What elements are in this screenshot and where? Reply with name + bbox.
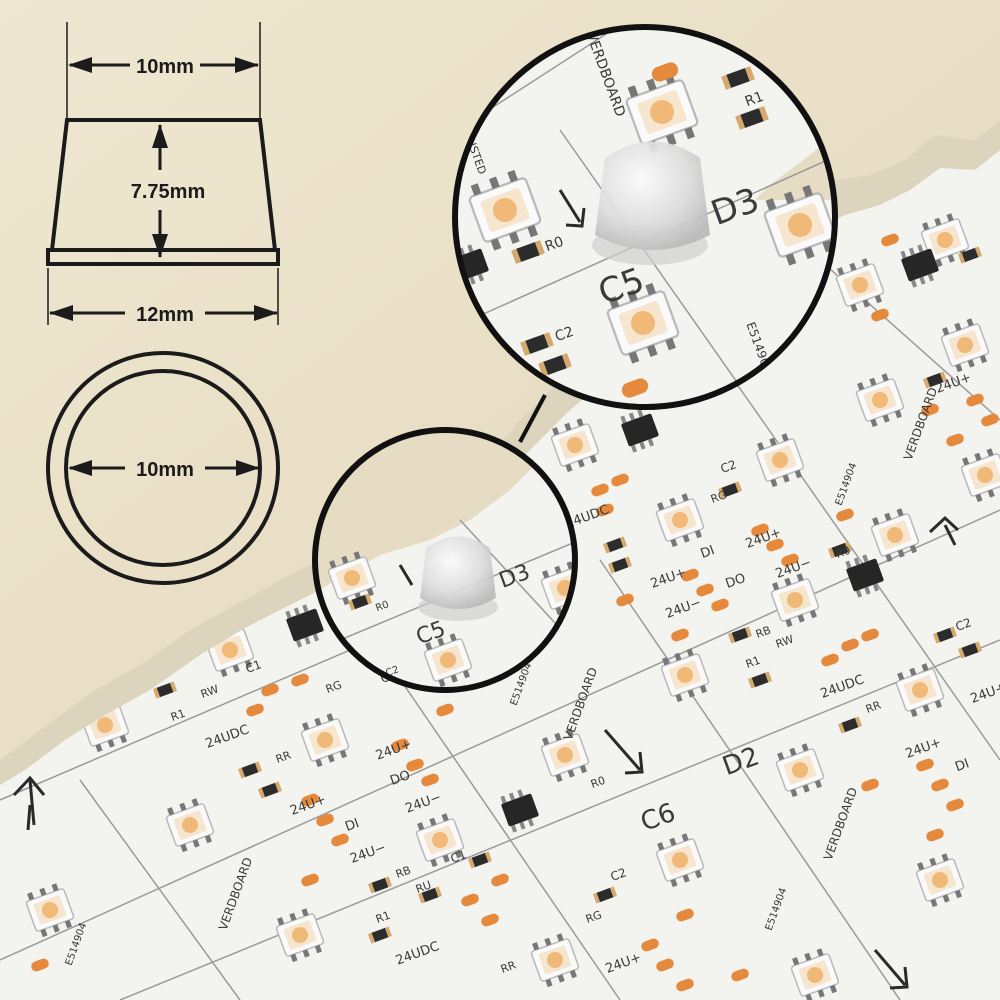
board-label-c1-a: C1 [244,657,264,676]
board-label-c1-b: C1 [449,847,469,866]
board-arrows [12,515,960,990]
board-label-rr-a: RR [274,748,293,766]
board-label-c2-c: C2 [954,615,974,634]
big-magnifier: C5 D3 R0 R1 C2 VERDBOARD LISTED E514904 … [452,24,838,410]
dimension-drawing [46,22,280,585]
board-label-rr-b: RR [499,958,518,976]
bumper-base [46,248,280,266]
small-magnifier: C5 D3 R0 C2 [312,427,578,693]
board-label-rb-a: RB [394,864,413,881]
board-label-rb-b: RB [754,624,773,641]
big-magnifier-label-c2: C2 [553,324,576,345]
board-label-di-d: DI [699,543,717,562]
board-label-r1-c: R1 [744,654,762,671]
small-magnifier-label-r0: R0 [374,599,390,614]
board-label-c2-b: C2 [609,865,629,884]
board-label-di-c: DI [953,756,971,775]
bumper-outer-circle [46,351,280,585]
board-label-rg-c: RG [709,488,729,506]
board-label-do-a: DO [388,768,412,789]
board-label-c2-d: C2 [719,457,739,476]
dimension-labels: 10mm 7.75mm 12mm 10mm [131,56,206,481]
magnifier-connector [518,394,547,443]
big-magnifier-label-r1: R1 [743,89,766,110]
dimension-height: 7.75mm [131,181,206,203]
board-label-r0-a: R0 [589,774,607,791]
board-label-rw-b: RW [774,632,796,650]
board-label-rr-c: RR [864,698,883,716]
board-label-rg-a: RG [584,908,604,926]
board-label-r1-b: R1 [374,909,392,926]
board-label-r0-b: R0 [834,544,852,561]
board-label-rw-a: RW [199,682,221,700]
dimension-base-width: 12mm [136,304,194,326]
board-label-di-b: DI [343,816,361,835]
board-label-ru-a: RU [414,878,433,896]
dimension-top-width: 10mm [136,56,194,78]
dimension-inner-diameter: 10mm [136,459,194,481]
board-label-rg-b: RG [324,678,344,696]
board-label-r1-a: R1 [169,707,187,724]
big-magnifier-label-r0: R0 [543,234,566,255]
board-label-do-d: DO [724,571,748,592]
